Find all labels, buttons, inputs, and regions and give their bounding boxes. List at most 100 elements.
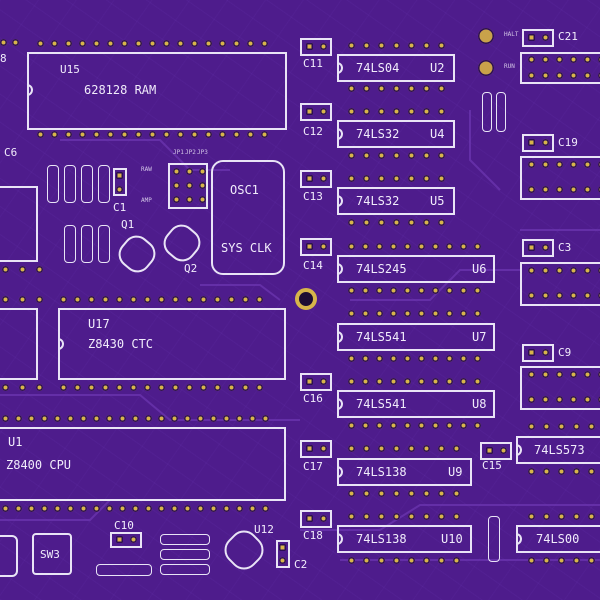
sw3-label: SW3 bbox=[40, 548, 60, 561]
switch-sw3[interactable] bbox=[32, 533, 72, 575]
cap-c18-label: C18 bbox=[303, 529, 323, 542]
cap-c17 bbox=[300, 440, 332, 458]
ram-ref: U15 bbox=[60, 63, 80, 76]
halt-label: HALT bbox=[504, 31, 519, 38]
cpu-pins-bottom bbox=[2, 505, 269, 512]
cap-c9-label: C9 bbox=[558, 346, 572, 359]
ram-notch bbox=[27, 84, 33, 96]
ctc-part: Z8430 CTC bbox=[88, 337, 154, 351]
fragment-label: 8 bbox=[0, 52, 7, 65]
cap-c3-label: C3 bbox=[558, 241, 572, 254]
cap-c17-label: C17 bbox=[303, 460, 323, 473]
mounting-hole bbox=[295, 288, 317, 310]
cap-c19-label: C19 bbox=[558, 136, 578, 149]
cap-c6-label: C6 bbox=[4, 146, 18, 159]
cap-c2-label: C2 bbox=[294, 558, 308, 571]
amp-label: AMP bbox=[141, 197, 152, 204]
jumper-block[interactable] bbox=[168, 163, 208, 209]
header-connector bbox=[520, 366, 600, 410]
cap-c14 bbox=[300, 238, 332, 256]
cap-c21 bbox=[522, 29, 554, 47]
resistor bbox=[482, 92, 492, 132]
cap-c3 bbox=[522, 239, 554, 257]
cap-c18 bbox=[300, 510, 332, 528]
chip-u8-ref: U8 bbox=[472, 397, 487, 411]
chip-u6-part: 74LS245 bbox=[356, 262, 407, 276]
cap-c9 bbox=[522, 344, 554, 362]
resistor bbox=[47, 165, 59, 203]
cap-c13-label: C13 bbox=[303, 190, 323, 203]
u12-label: U12 bbox=[254, 523, 274, 536]
resistor bbox=[81, 165, 93, 203]
halt-led bbox=[478, 28, 494, 44]
oscillator-osc1 bbox=[211, 160, 285, 275]
jp2-label: JP2 bbox=[185, 149, 196, 156]
cpu-pins-top bbox=[2, 415, 269, 422]
ram-pins-bottom bbox=[37, 131, 268, 138]
chip-u6-ref: U6 bbox=[472, 262, 487, 276]
chip-u5-part: 74LS32 bbox=[356, 194, 400, 208]
cpu-chip-outline bbox=[0, 427, 286, 501]
chip-u11-part: 74LS573 bbox=[534, 443, 585, 457]
chip-u9-part: 74LS138 bbox=[356, 465, 407, 479]
cap-c12 bbox=[300, 103, 332, 121]
header-connector bbox=[520, 156, 600, 200]
resistor bbox=[96, 564, 152, 576]
jp1-label: JP1 bbox=[173, 149, 184, 156]
chip-u5-ref: U5 bbox=[430, 194, 445, 208]
cap-c11-label: C11 bbox=[303, 57, 323, 70]
cap-c19 bbox=[522, 134, 554, 152]
cap-c15-label: C15 bbox=[482, 459, 502, 472]
cap-c13 bbox=[300, 170, 332, 188]
cap-c10 bbox=[110, 532, 142, 548]
chip-u4-part: 74LS32 bbox=[356, 127, 400, 141]
resistor bbox=[98, 165, 110, 203]
chip-u9-ref: U9 bbox=[448, 465, 463, 479]
chip-fragment-left bbox=[0, 308, 38, 380]
resistor bbox=[64, 225, 76, 263]
q1-label: Q1 bbox=[121, 218, 135, 231]
q2-label: Q2 bbox=[184, 262, 198, 275]
resistor bbox=[160, 549, 210, 560]
chip-u4-ref: U4 bbox=[430, 127, 445, 141]
run-led bbox=[478, 60, 494, 76]
chip-u10-part: 74LS138 bbox=[356, 532, 407, 546]
ram-pins-top bbox=[37, 40, 268, 47]
diode bbox=[488, 516, 500, 562]
resistor bbox=[81, 225, 93, 263]
resistor bbox=[98, 225, 110, 263]
ctc-pins-bottom bbox=[60, 384, 263, 391]
pad-row bbox=[0, 39, 19, 46]
ctc-pins-top bbox=[60, 296, 263, 303]
cap-c2 bbox=[276, 540, 290, 568]
cap-c16 bbox=[300, 373, 332, 391]
cpu-part: Z8400 CPU bbox=[6, 458, 72, 472]
run-label: RUN bbox=[504, 63, 515, 70]
cap-c15 bbox=[480, 442, 512, 460]
resistor bbox=[160, 534, 210, 545]
ctc-ref: U17 bbox=[88, 317, 110, 331]
chip-u7-ref: U7 bbox=[472, 330, 487, 344]
chip-u12-part: 74LS00 bbox=[536, 532, 580, 546]
cap-c11 bbox=[300, 38, 332, 56]
raw-label: RAW bbox=[141, 166, 152, 173]
cap-c10-label: C10 bbox=[114, 519, 134, 532]
resistor bbox=[496, 92, 506, 132]
chip-u7-part: 74LS541 bbox=[356, 330, 407, 344]
cap-c21-label: C21 bbox=[558, 30, 578, 43]
cap-c16-label: C16 bbox=[303, 392, 323, 405]
cap-c14-label: C14 bbox=[303, 259, 323, 272]
resistor bbox=[160, 564, 210, 575]
header-connector bbox=[520, 262, 600, 306]
chip-u2-ref: U2 bbox=[430, 61, 445, 75]
ram-part: 628128 RAM bbox=[84, 83, 157, 97]
resistor bbox=[64, 165, 76, 203]
cpu-ref: U1 bbox=[8, 435, 23, 449]
cap-c1 bbox=[113, 168, 127, 196]
cap-c1-label: C1 bbox=[113, 201, 127, 214]
switch-fragment[interactable] bbox=[0, 535, 18, 577]
chip-u8-part: 74LS541 bbox=[356, 397, 407, 411]
cap-c12-label: C12 bbox=[303, 125, 323, 138]
osc-part: SYS CLK bbox=[221, 241, 272, 255]
jp3-label: JP3 bbox=[197, 149, 208, 156]
